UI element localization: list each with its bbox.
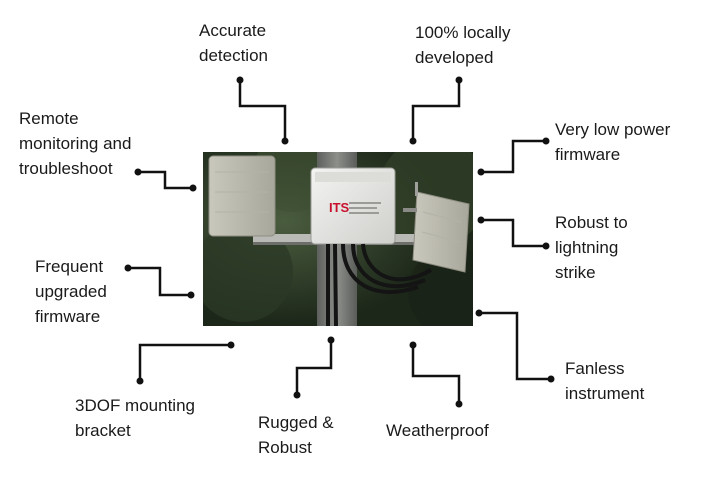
label-line: monitoring and	[19, 134, 132, 153]
connector-dot	[189, 184, 197, 192]
label-line: Fanless	[565, 359, 625, 378]
label-line: strike	[555, 263, 596, 282]
cables	[326, 243, 433, 326]
connector-dot	[327, 336, 335, 344]
enclosure-logo: ITS	[329, 200, 350, 215]
device-illustration: ITS	[203, 152, 473, 326]
label-weatherproof: Weatherproof	[386, 418, 489, 443]
connector-dot	[475, 309, 483, 317]
connector-dot	[281, 137, 289, 145]
connector-dot	[227, 341, 235, 349]
label-locally-developed: 100% locally developed	[415, 20, 510, 70]
connector-fanless	[479, 311, 551, 381]
connector-locally-developed	[411, 80, 461, 141]
connector-dot	[542, 137, 550, 145]
label-line: Rugged &	[258, 413, 334, 432]
connector-dot	[547, 375, 555, 383]
connector-dot	[455, 76, 463, 84]
label-line: Remote	[19, 109, 79, 128]
label-remote-monitoring: Remote monitoring and troubleshoot	[19, 106, 131, 181]
connector-dot	[477, 168, 485, 176]
label-line: developed	[415, 48, 494, 67]
connector-rugged-robust	[295, 340, 333, 395]
connector-robust-lightning	[481, 218, 546, 248]
connector-mounting-bracket	[138, 343, 231, 381]
label-very-low-power: Very low power firmware	[555, 117, 670, 167]
label-line: firmware	[35, 307, 101, 326]
label-line: Robust	[258, 438, 312, 457]
label-fanless: Fanless instrument	[565, 356, 644, 406]
label-line: instrument	[565, 384, 645, 403]
label-line: troubleshoot	[19, 159, 113, 178]
connector-remote-monitoring	[138, 170, 193, 190]
connector-dot	[136, 377, 144, 385]
enclosure: ITS	[310, 167, 396, 245]
connector-dot	[542, 242, 550, 250]
connector-dot	[409, 341, 417, 349]
connector-accurate-detection	[238, 80, 287, 141]
label-line: 100% locally	[415, 23, 511, 42]
connector-frequent-firmware	[128, 266, 191, 297]
foliage-blob	[203, 222, 293, 322]
connector-dot	[409, 137, 417, 145]
label-robust-lightning: Robust to lightning strike	[555, 210, 628, 285]
connector-dot	[187, 291, 195, 299]
label-mounting-bracket: 3DOF mounting bracket	[75, 393, 195, 443]
connector-dot	[477, 216, 485, 224]
label-accurate-detection: Accurate detection	[199, 18, 268, 68]
label-rugged-robust: Rugged & Robust	[258, 410, 334, 460]
connector-weatherproof	[411, 345, 461, 404]
label-line: Robust to	[555, 213, 628, 232]
connector-dot	[236, 76, 244, 84]
label-line: Accurate	[199, 21, 267, 40]
label-line: Frequent	[35, 257, 104, 276]
label-line: upgraded	[35, 282, 107, 301]
label-line: lightning	[555, 238, 619, 257]
label-line: Weatherproof	[386, 421, 489, 440]
connector-dot	[134, 168, 142, 176]
label-frequent-firmware: Frequent upgraded firmware	[35, 254, 107, 329]
connector-dot	[293, 391, 301, 399]
label-line: 3DOF mounting	[75, 396, 195, 415]
label-line: firmware	[555, 145, 621, 164]
label-line: Very low power	[555, 120, 671, 139]
product-photo: ITS	[203, 152, 473, 326]
connector-very-low-power	[481, 139, 546, 174]
left-antenna	[208, 155, 276, 237]
label-line: detection	[199, 46, 268, 65]
right-antenna	[403, 182, 470, 273]
connector-dot	[455, 400, 463, 408]
connector-dot	[124, 264, 132, 272]
label-line: bracket	[75, 421, 131, 440]
